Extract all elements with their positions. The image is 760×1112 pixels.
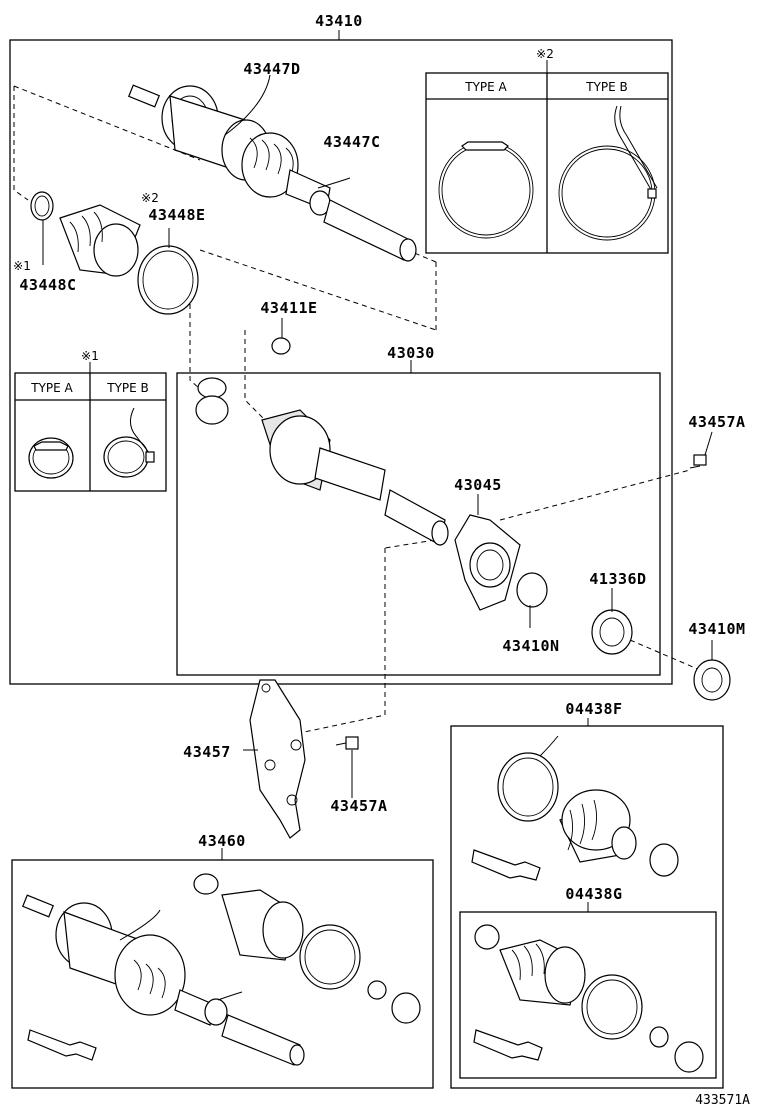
boot-kit-04438f bbox=[471, 735, 679, 881]
label-43457: 43457 bbox=[183, 743, 231, 761]
label-43045: 43045 bbox=[454, 476, 502, 494]
label-43411e: 43411E bbox=[260, 299, 317, 317]
snap-ring-43410n bbox=[516, 572, 548, 608]
frame-04438F bbox=[450, 725, 724, 1089]
bolt-43457a-top bbox=[689, 454, 707, 469]
label-43447c: 43447C bbox=[323, 133, 380, 151]
label-04438f: 04438F bbox=[565, 700, 622, 718]
label-41336d: 41336D bbox=[589, 570, 646, 588]
type-box-2-type-a: TYPE A bbox=[464, 80, 507, 94]
seal-41336d bbox=[591, 609, 633, 655]
drive-shaft-outer bbox=[127, 74, 417, 262]
label-43410: 43410 bbox=[315, 12, 363, 30]
inboard-joint-43030 bbox=[195, 377, 449, 546]
label-43457a-bottom: 43457A bbox=[330, 797, 387, 815]
label-43460: 43460 bbox=[198, 832, 246, 850]
frame-43030 bbox=[176, 372, 661, 676]
label-04438g: 04438G bbox=[565, 885, 622, 903]
label-43410m: 43410M bbox=[688, 620, 745, 638]
type-box-1-type-b: TYPE B bbox=[106, 381, 149, 395]
boot-43448c bbox=[30, 191, 141, 277]
label-43448e: 43448E bbox=[148, 206, 205, 224]
bearing-bracket-43045 bbox=[454, 514, 521, 611]
label-43447d: 43447D bbox=[243, 60, 300, 78]
seal-43410m bbox=[693, 659, 731, 701]
type-box-2-type-b: TYPE B bbox=[585, 80, 628, 94]
dash-boot-area bbox=[13, 86, 29, 201]
clamp-43448e bbox=[137, 245, 199, 315]
label-43410n: 43410N bbox=[502, 637, 559, 655]
bolt-43457a-bottom bbox=[335, 736, 359, 750]
marker-note2-top: ※2 bbox=[536, 47, 554, 61]
bracket-43457 bbox=[249, 679, 306, 839]
boot-kit-04438g bbox=[473, 924, 704, 1073]
reference-id: 433571A bbox=[695, 1093, 750, 1108]
snap-ring-43411e bbox=[271, 337, 291, 355]
frame-43410 bbox=[9, 39, 673, 685]
type-box-2: TYPE A TYPE B bbox=[425, 72, 669, 254]
marker-note2-side: ※2 bbox=[141, 191, 159, 205]
label-43030: 43030 bbox=[387, 344, 435, 362]
type-box-1: TYPE A TYPE B bbox=[14, 372, 167, 492]
label-43457a-top: 43457A bbox=[688, 413, 745, 431]
type-box-1-type-a: TYPE A bbox=[30, 381, 73, 395]
boot-kit-43460 bbox=[193, 873, 421, 1024]
marker-note1-side: ※1 bbox=[13, 259, 31, 273]
label-43448c: 43448C bbox=[19, 276, 76, 294]
drive-shaft-43460 bbox=[21, 894, 305, 1066]
marker-note1-top: ※1 bbox=[81, 349, 99, 363]
